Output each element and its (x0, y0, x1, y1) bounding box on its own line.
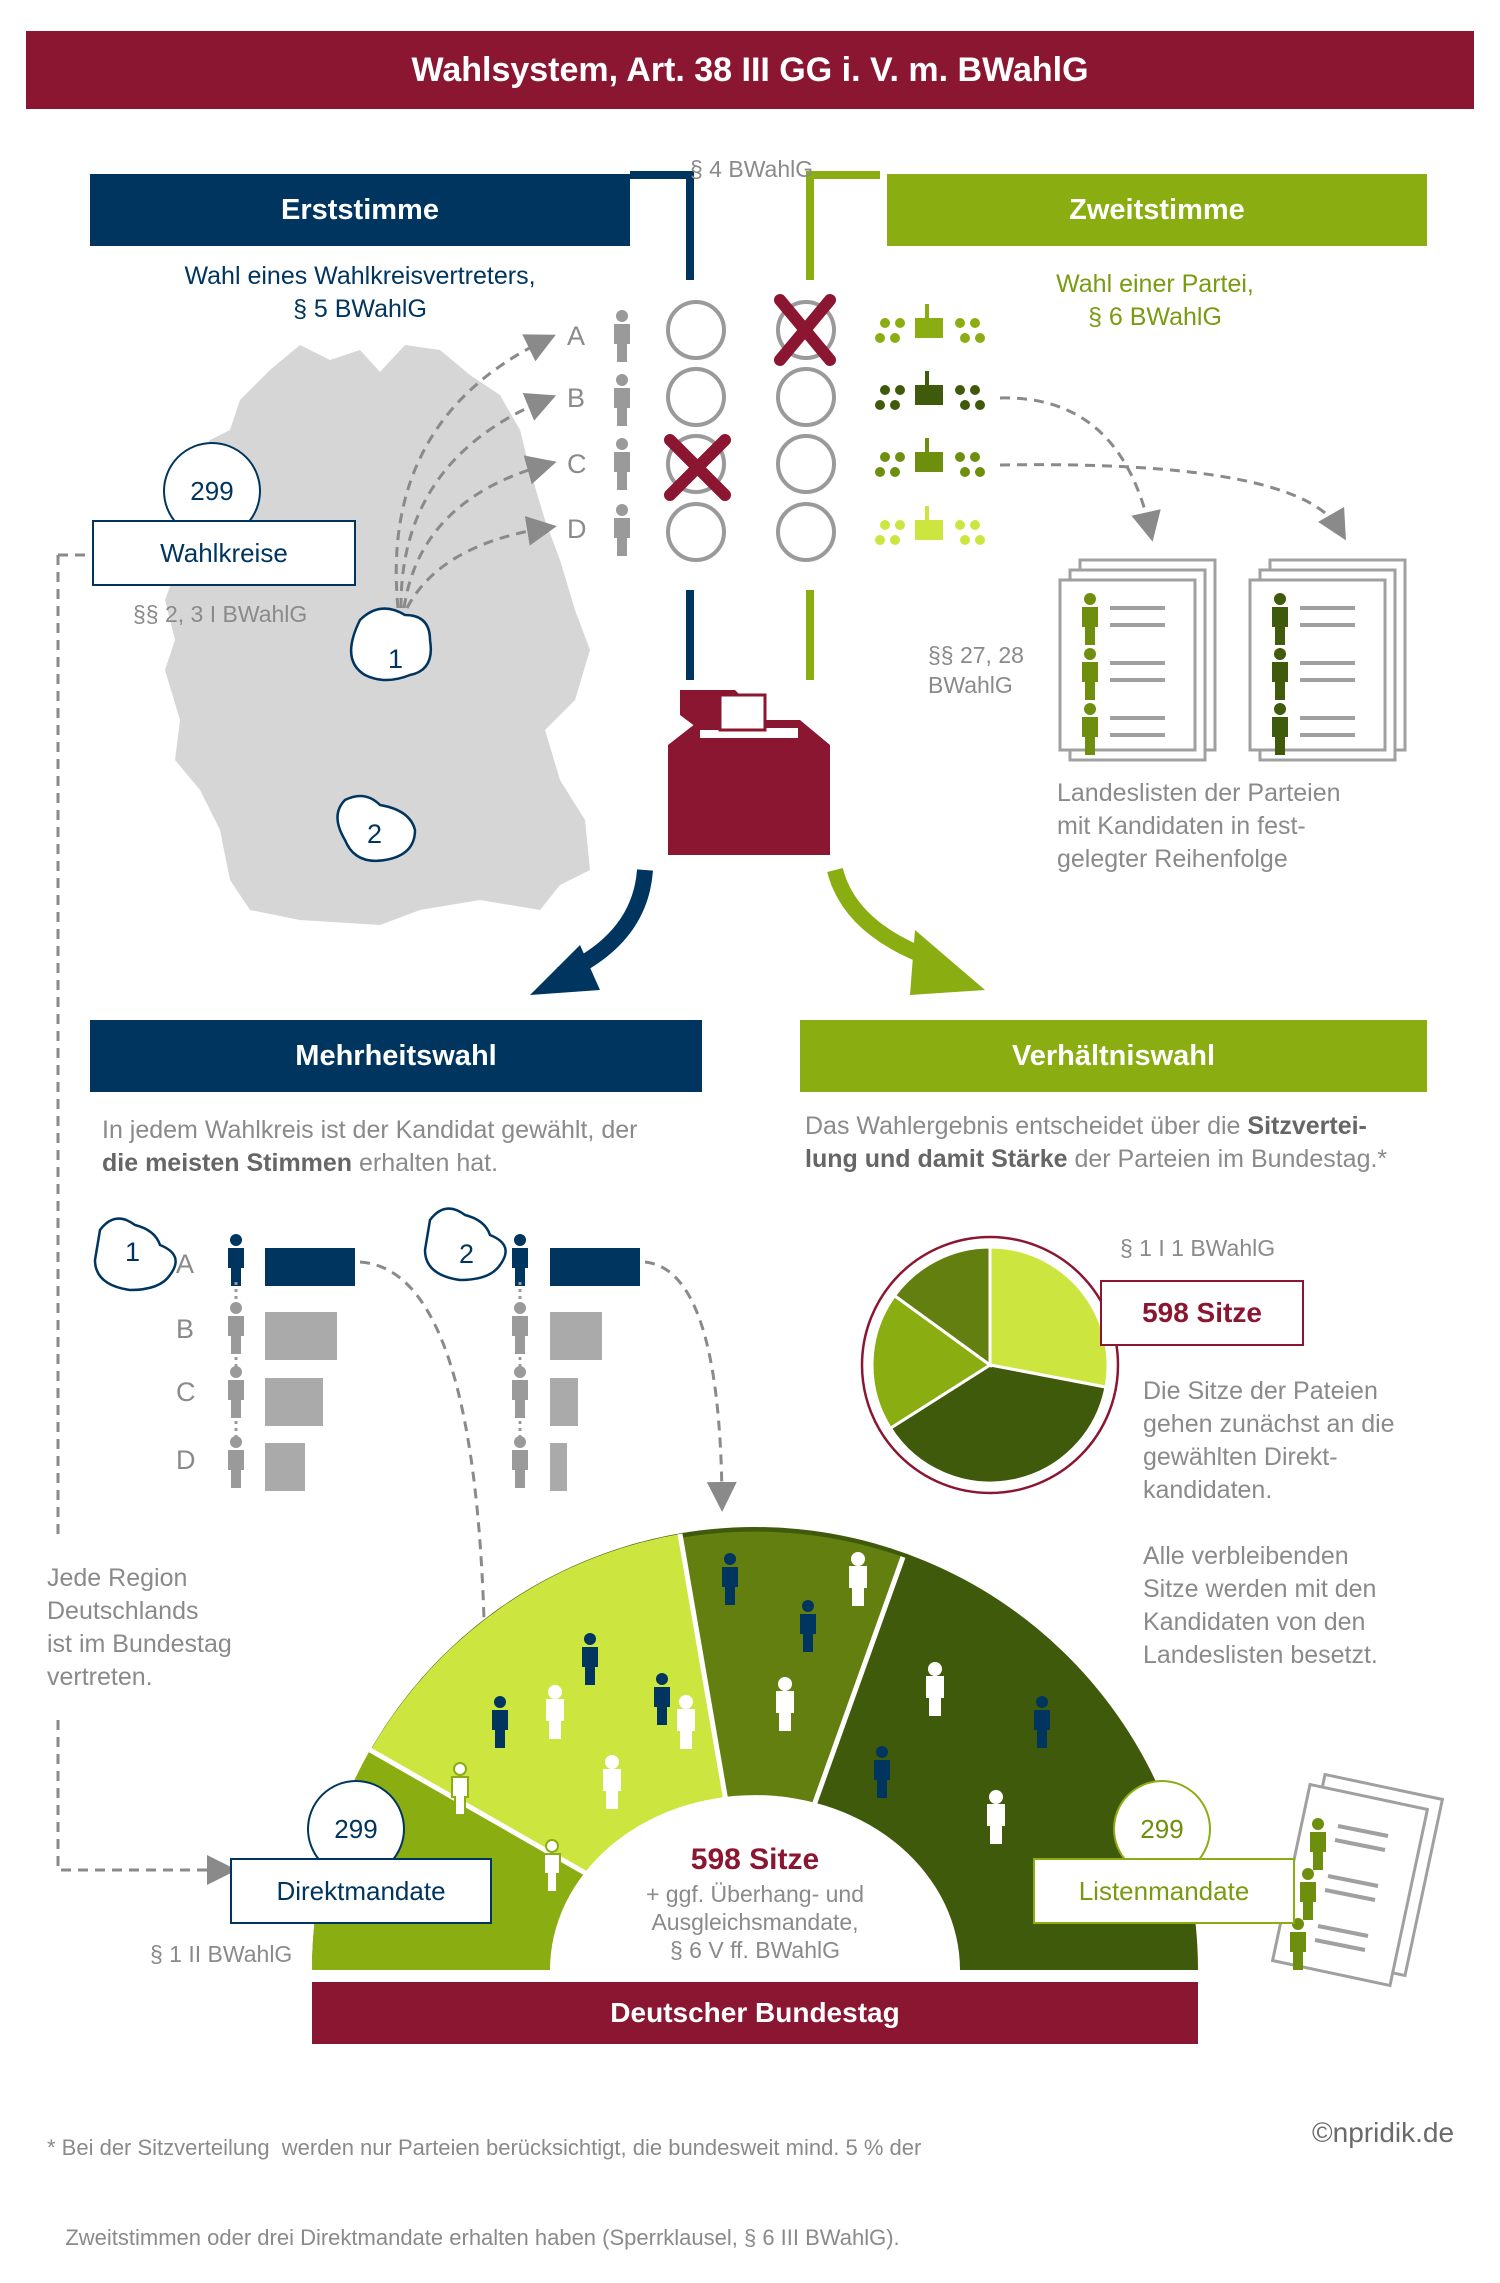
wahlkreise-label-box: Wahlkreise (92, 520, 356, 586)
pie-seats-label: 598 Sitze (1142, 1297, 1262, 1328)
region-text-line4: vertreten. (47, 1663, 153, 1691)
landeslisten-ref: §§ 27, 28 BWahlG (928, 640, 1024, 700)
erststimme-desc: Wahl eines Wahlkreisvertreters, § 5 BWah… (150, 260, 570, 326)
bundestag-note-line1: + ggf. Überhang- und (645, 1881, 865, 1907)
landeslisten-desc-line1: Landeslisten der Parteien (1057, 779, 1341, 807)
verhaeltniswahl-header: Verhältniswahl (800, 1020, 1427, 1092)
listenmandate-docs (1270, 1772, 1445, 1988)
bundestag-note-line2: Ausgleichsmandate, (651, 1909, 859, 1935)
ballot-box-icon (668, 690, 830, 855)
bundestag-title: Deutscher Bundestag (610, 1997, 900, 2028)
footnote: * Bei der Sitzverteilung werden nur Part… (47, 2073, 921, 2283)
verhaeltniswahl-title: Verhältniswahl (1011, 1039, 1216, 1072)
direkt-ref: § 1 II BWahlG (150, 1941, 293, 1967)
landeslisten-desc-line2: mit Kandidaten in fest- (1057, 812, 1306, 840)
region-1-label: 1 (388, 644, 404, 674)
wahlkreise-ref: §§ 2, 3 I BWahlG (133, 601, 308, 627)
pie-slice-4 (892, 1245, 992, 1368)
mehrheitswahl-desc: In jedem Wahlkreis ist der Kandidat gewä… (102, 1114, 637, 1180)
pie-slice-1 (988, 1245, 1110, 1389)
pie-text-2-line4: Landeslisten besetzt. (1143, 1641, 1378, 1669)
ballot-row-b: B (567, 383, 586, 413)
mehrheitswahl-desc-bold: die meisten Stimmen (102, 1149, 353, 1177)
zweitstimme-header: Zweitstimme (887, 174, 1427, 246)
erststimme-desc-line1: Wahl eines Wahlkreisvertreters, (184, 262, 536, 290)
direkt-count: 299 (334, 1813, 378, 1844)
bundestag-seats-text: 598 Sitze + ggf. Überhang- und Ausgleich… (610, 1840, 900, 1964)
liste-label: Listenmandate (1078, 1875, 1250, 1906)
direkt-label-box: Direktmandate (230, 1858, 492, 1924)
landeslisten-ref-line1: §§ 27, 28 (928, 642, 1024, 668)
mehrheitswahl-desc-rest: erhalten hat. (352, 1149, 499, 1177)
wahlkreise-label: Wahlkreise (160, 537, 288, 568)
verhaeltniswahl-desc-plain: Das Wahlergebnis entscheidet über die (805, 1112, 1248, 1140)
wahlkreise-count: 299 (190, 475, 234, 506)
wahlkreis-1-result (93, 1217, 355, 1491)
region-text-line1: Jede Region (47, 1564, 188, 1592)
wahlkreis-2-result (423, 1207, 640, 1491)
page-title: Wahlsystem, Art. 38 III GG i. V. m. BWah… (411, 50, 1089, 89)
pie-text-1-line4: kandidaten. (1143, 1476, 1273, 1504)
wk1-region-label: 1 (125, 1237, 141, 1267)
landeslisten-desc: Landeslisten der Parteien mit Kandidaten… (1057, 777, 1341, 876)
copyright: ©npridik.de (1312, 2117, 1455, 2148)
wk1-row-c: C (176, 1377, 196, 1407)
pie-text-2-line2: Sitze werden mit den (1143, 1575, 1377, 1603)
seats-pie-chart (870, 1245, 1110, 1485)
footnote-line1: * Bei der Sitzverteilung werden nur Part… (47, 2135, 922, 2160)
footnote-line2: Zweitstimmen oder drei Direktmandate erh… (47, 2225, 900, 2250)
zweitstimme-desc-line1: Wahl einer Partei, (1056, 270, 1254, 298)
bundestag-note-line3: § 6 V ff. BWahlG (669, 1937, 841, 1963)
pie-text-2: Alle verbleibenden Sitze werden mit den … (1143, 1540, 1378, 1672)
pie-text-1-line3: gewählten Direkt- (1143, 1443, 1338, 1471)
ballot-row-d: D (567, 514, 587, 544)
wk1-row-a: A (176, 1249, 195, 1279)
mehrheitswahl-desc-line1: In jedem Wahlkreis ist der Kandidat gewä… (102, 1116, 638, 1144)
title-bar: Wahlsystem, Art. 38 III GG i. V. m. BWah… (26, 31, 1474, 109)
zweitstimme-desc: Wahl einer Partei, § 6 BWahlG (975, 268, 1335, 334)
verhaeltniswahl-desc-rest: der Parteien im Bundestag.* (1067, 1145, 1388, 1173)
wk1-row-d: D (176, 1445, 196, 1475)
pie-text-2-line3: Kandidaten von den (1143, 1608, 1366, 1636)
pie-ref: § 1 I 1 BWahlG (1120, 1235, 1276, 1261)
bundestag-seats: 598 Sitze (690, 1843, 820, 1876)
party-icons (875, 304, 985, 545)
liste-label-box: Listenmandate (1033, 1858, 1295, 1924)
direkt-label: Direktmandate (276, 1875, 446, 1906)
verhaeltniswahl-desc-bold2: lung und damit Stärke (805, 1145, 1068, 1173)
region-2-label: 2 (367, 819, 383, 849)
bundestag-header: Deutscher Bundestag (312, 1982, 1198, 2044)
pie-text-1: Die Sitze der Pateien gehen zunächst an … (1143, 1375, 1395, 1507)
zweitstimme-desc-line2: § 6 BWahlG (1088, 303, 1222, 331)
wk1-row-b: B (176, 1314, 195, 1344)
zweitstimme-title: Zweitstimme (1069, 193, 1245, 226)
pie-seats-box: 598 Sitze (1100, 1280, 1304, 1346)
erststimme-title: Erststimme (281, 193, 439, 226)
pie-slice-3 (870, 1293, 993, 1431)
mehrheitswahl-header: Mehrheitswahl (90, 1020, 702, 1092)
verhaeltniswahl-desc-bold1: Sitzvertei- (1247, 1112, 1367, 1140)
verhaeltniswahl-desc: Das Wahlergebnis entscheidet über die Si… (805, 1110, 1387, 1176)
erststimme-desc-line2: § 5 BWahlG (293, 295, 427, 323)
region-text: Jede Region Deutschlands ist im Bundesta… (47, 1562, 232, 1694)
mehrheitswahl-title: Mehrheitswahl (295, 1039, 497, 1072)
landeslisten-docs (1058, 558, 1407, 762)
ballot-row-c: C (567, 449, 587, 479)
ref-bwahlg-4: § 4 BWahlG (690, 156, 814, 182)
erststimme-header: Erststimme (90, 174, 630, 246)
ballot-row-a: A (567, 321, 586, 351)
landeslisten-ref-line2: BWahlG (928, 672, 1013, 698)
wk2-region-label: 2 (459, 1239, 475, 1269)
region-text-line2: Deutschlands (47, 1597, 199, 1625)
pie-text-1-line2: gehen zunächst an die (1143, 1410, 1395, 1438)
pie-text-1-line1: Die Sitze der Pateien (1143, 1377, 1378, 1405)
liste-count: 299 (1140, 1813, 1184, 1844)
landeslisten-desc-line3: gelegter Reihenfolge (1057, 845, 1288, 873)
region-text-line3: ist im Bundestag (47, 1630, 232, 1658)
pie-text-2-line1: Alle verbleibenden (1143, 1542, 1349, 1570)
